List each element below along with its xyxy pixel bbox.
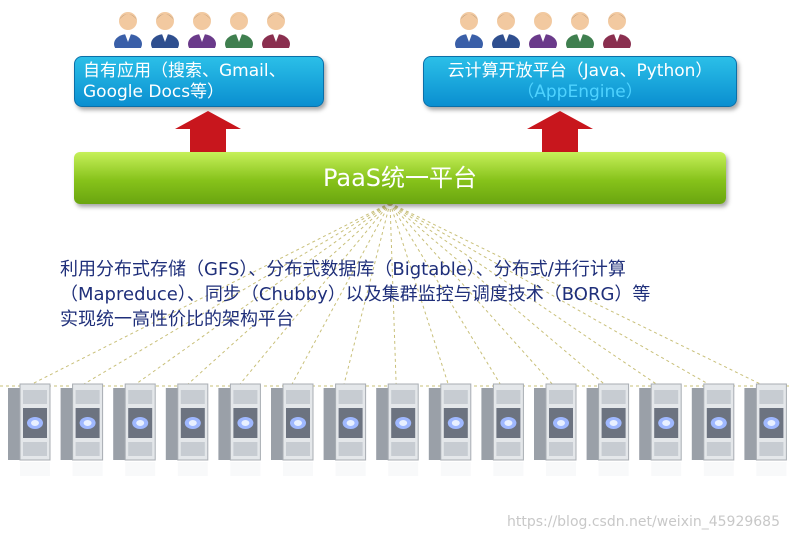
user-avatar-icon bbox=[225, 12, 253, 48]
user-avatar-icon bbox=[151, 12, 179, 48]
paas-platform-bar: PaaS统一平台 bbox=[74, 152, 726, 204]
watermark: https://blog.csdn.net/weixin_45929685 bbox=[506, 514, 780, 530]
open-platform-box: 云计算开放平台（Java、Python） （AppEngine） bbox=[423, 56, 737, 107]
open-platform-line2: （AppEngine） bbox=[517, 82, 643, 102]
description-line2: （Mapreduce）、同步（Chubby）以及集群监控与调度技术（BORG）等 bbox=[60, 284, 651, 305]
open-platform-line1: 云计算开放平台（Java、Python） bbox=[447, 61, 713, 81]
server-tower-icon bbox=[271, 383, 314, 476]
user-avatar-icon bbox=[188, 12, 216, 48]
connection-line bbox=[389, 202, 713, 387]
server-tower-icon bbox=[323, 383, 367, 476]
server-tower-icon bbox=[428, 383, 472, 476]
paas-platform-label: PaaS统一平台 bbox=[322, 164, 478, 192]
own-applications-line1: 自有应用（搜索、Gmail、 bbox=[83, 61, 286, 81]
connection-line bbox=[27, 202, 391, 387]
server-tower-icon bbox=[60, 383, 104, 476]
server-tower-icon bbox=[113, 383, 156, 476]
server-tower-icon bbox=[586, 383, 630, 476]
server-tower-icon bbox=[639, 383, 682, 476]
user-avatar-icon bbox=[603, 12, 631, 48]
server-tower-icon bbox=[376, 383, 419, 476]
left-user-group bbox=[113, 6, 291, 48]
description-line3: 实现统一高性价比的架构平台 bbox=[60, 309, 294, 330]
user-avatar-icon bbox=[262, 12, 290, 48]
connection-line bbox=[343, 202, 391, 387]
connection-line bbox=[389, 202, 450, 387]
platform-description: 利用分布式存储（GFS）、分布式数据库（Bigtable）、分布式/并行计算 （… bbox=[60, 257, 770, 332]
server-tower-icon bbox=[691, 383, 735, 476]
connection-line bbox=[389, 202, 660, 387]
right-user-group bbox=[454, 6, 632, 48]
server-tower-icon bbox=[534, 383, 577, 476]
connection-line bbox=[238, 202, 391, 387]
connection-line bbox=[389, 202, 555, 387]
connection-line bbox=[389, 202, 607, 387]
connection-line bbox=[290, 202, 391, 387]
connection-line bbox=[389, 202, 397, 387]
user-avatar-icon bbox=[114, 12, 142, 48]
own-applications-line2: Google Docs等） bbox=[83, 82, 225, 102]
server-tower-icon bbox=[744, 383, 787, 476]
server-tower-icon bbox=[8, 383, 51, 476]
server-tower-icon bbox=[165, 383, 209, 476]
user-avatar-icon bbox=[455, 12, 483, 48]
user-avatar-icon bbox=[566, 12, 594, 48]
left-up-arrow-icon bbox=[175, 111, 241, 153]
user-avatar-icon bbox=[492, 12, 520, 48]
right-up-arrow-icon bbox=[527, 111, 593, 153]
server-tower-icon bbox=[481, 383, 524, 476]
server-tower-icon bbox=[218, 383, 261, 476]
connection-line bbox=[185, 202, 391, 387]
own-applications-box: 自有应用（搜索、Gmail、 Google Docs等） bbox=[74, 56, 324, 107]
connection-line bbox=[132, 202, 391, 387]
user-avatar-icon bbox=[529, 12, 557, 48]
description-line1: 利用分布式存储（GFS）、分布式数据库（Bigtable）、分布式/并行计算 bbox=[60, 259, 626, 280]
